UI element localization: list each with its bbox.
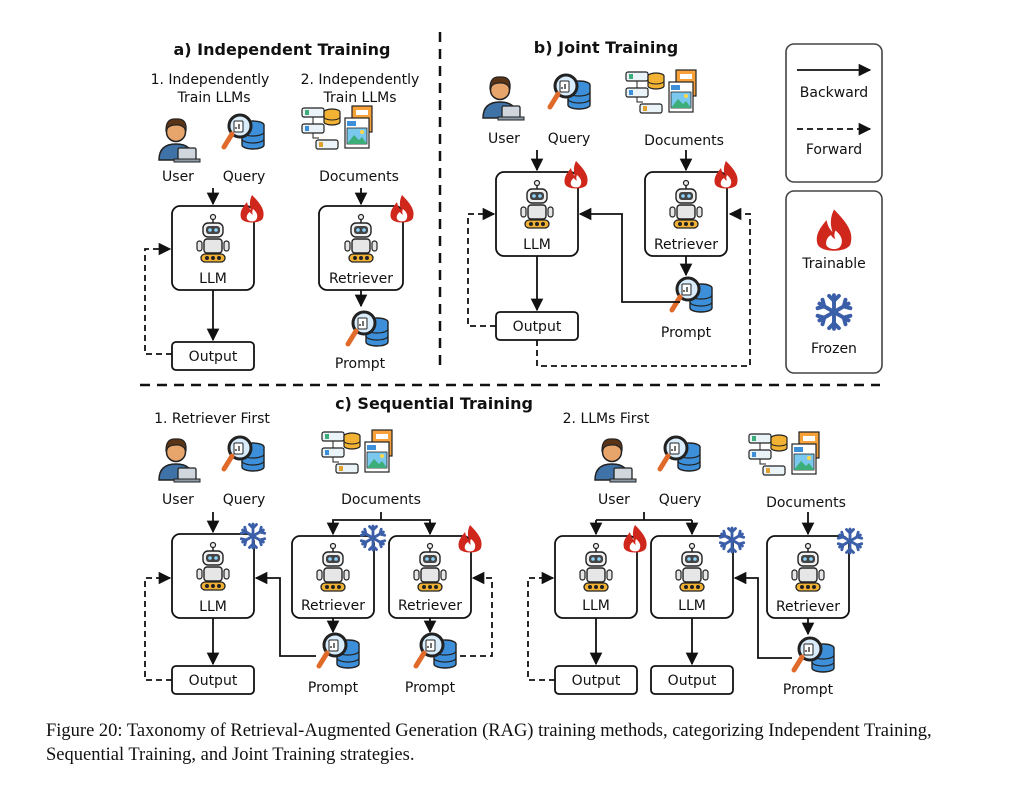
step2-line2: Train LLMs [322,90,396,106]
user-icon [594,438,637,483]
panel-llms-first: 2. LLMs First User Query Documents LLM L… [527,411,862,698]
retriever-label: Retriever [654,237,718,253]
output-box [650,665,734,695]
step1-line1: 1. Independently [151,72,270,88]
output-label: Output [189,673,238,689]
user-label: User [598,492,630,508]
rag-taxonomy-diagram: a) Independent Training b) Joint Trainin… [140,32,883,698]
llms-first-label: 2. LLMs First [563,411,650,427]
prompt-icon [416,634,456,668]
llm-label: LLM [678,598,706,614]
output-label: Output [189,349,238,365]
prompt-label: Prompt [783,682,834,698]
legend-frozen: Frozen [811,341,857,357]
prompt-icon [348,312,388,346]
query-label: Query [223,492,266,508]
legend-arrows-box [785,43,883,183]
prompt-label: Prompt [405,680,456,696]
flame-icon [240,195,264,223]
flame-icon [458,525,482,553]
user-icon [482,76,525,121]
legend-forward: Forward [806,142,862,158]
documents-label: Documents [319,169,399,185]
llm-label: LLM [199,599,227,615]
flame-icon [623,525,647,553]
query-label: Query [659,492,702,508]
figure-caption: Figure 20: Taxonomy of Retrieval-Augment… [46,721,932,765]
output-box [171,341,255,371]
user-icon [158,438,201,483]
prompt-label: Prompt [661,325,712,341]
prompt-label: Prompt [335,356,386,372]
output-label: Output [668,673,717,689]
title-sequential: c) Sequential Training [335,394,533,413]
query-icon [550,75,590,109]
query-icon [224,437,264,471]
documents-label: Documents [766,495,846,511]
llm-label: LLM [523,237,551,253]
user-icon [158,118,201,163]
flame-icon [564,161,588,189]
retriever-first-label: 1. Retriever First [154,411,270,427]
output-label: Output [513,319,562,335]
panel-joint: User Query Documents LLM Output Retrieve… [467,69,751,367]
legend-backward: Backward [800,85,868,101]
query-label: Query [223,169,266,185]
legend: Backward Forward Trainable Frozen [785,43,883,374]
documents-icon [301,105,373,150]
documents-label: Documents [341,492,421,508]
retriever-label: Retriever [301,598,365,614]
llm-label: LLM [582,598,610,614]
legend-status-box [785,190,883,374]
output-label: Output [572,673,621,689]
retriever-label: Retriever [776,599,840,615]
retriever-label: Retriever [398,598,462,614]
panel-independent: 1. Independently Train LLMs 2. Independe… [144,72,420,372]
prompt-label: Prompt [308,680,359,696]
documents-icon [321,429,393,474]
user-label: User [162,169,194,185]
documents-icon [748,431,820,476]
user-label: User [488,131,520,147]
flame-icon [390,195,414,223]
query-label: Query [548,131,591,147]
panel-retriever-first: 1. Retriever First User Query Documents … [144,411,493,696]
user-label: User [162,492,194,508]
query-icon [660,437,700,471]
documents-label: Documents [644,133,724,149]
query-icon [224,115,264,149]
flame-icon [714,161,738,189]
title-independent: a) Independent Training [174,40,391,59]
step2-line1: 2. Independently [301,72,420,88]
title-joint: b) Joint Training [534,38,678,57]
prompt-icon [319,634,359,668]
llm-label: LLM [199,271,227,287]
step1-line2: Train LLMs [176,90,250,106]
documents-icon [625,69,697,114]
prompt-icon [672,278,712,312]
prompt-icon [794,638,834,672]
legend-trainable: Trainable [801,256,866,272]
retriever-label: Retriever [329,271,393,287]
